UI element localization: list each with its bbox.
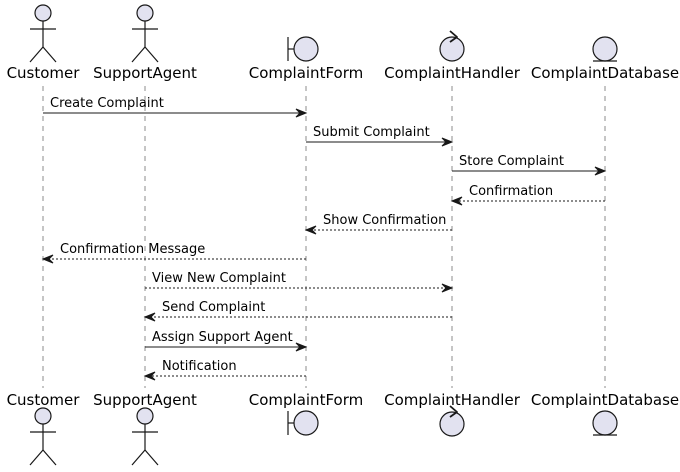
arrowhead bbox=[594, 166, 607, 176]
message-4: Confirmation bbox=[450, 184, 605, 206]
message-label: Submit Complaint bbox=[313, 125, 430, 140]
participants-bottom: Customer SupportAgent ComplaintForm Complai… bbox=[7, 391, 679, 466]
participant-icon-top-customer bbox=[29, 4, 57, 63]
message-label: Store Complaint bbox=[459, 154, 564, 169]
arrowhead bbox=[304, 225, 317, 235]
participant-label-top-agent: SupportAgent bbox=[93, 64, 197, 82]
arrowhead bbox=[143, 371, 156, 381]
participant-icon-bottom-customer bbox=[29, 407, 57, 466]
message-7: View New Complaint bbox=[145, 271, 454, 293]
arrowhead bbox=[41, 254, 54, 264]
message-label: Send Complaint bbox=[162, 300, 265, 315]
participant-label-bottom-handler: ComplaintHandler bbox=[384, 391, 521, 409]
participant-icon-top-form bbox=[287, 36, 319, 62]
participant-label-bottom-customer: Customer bbox=[7, 391, 81, 409]
participant-label-top-customer: Customer bbox=[7, 64, 81, 82]
participant-label-bottom-db: ComplaintDatabase bbox=[531, 391, 679, 409]
participant-icon-top-db bbox=[592, 36, 618, 62]
arrowhead bbox=[450, 196, 463, 206]
participant-icon-bottom-handler bbox=[439, 405, 465, 437]
message-8: Send Complaint bbox=[143, 300, 452, 322]
participant-icon-top-handler bbox=[439, 30, 465, 62]
message-2: Submit Complaint bbox=[306, 125, 454, 147]
participant-icon-bottom-form bbox=[287, 410, 319, 436]
arrowhead bbox=[295, 342, 308, 352]
message-label: View New Complaint bbox=[152, 271, 286, 286]
participant-icon-bottom-db bbox=[592, 410, 618, 436]
participant-label-top-form: ComplaintForm bbox=[249, 64, 364, 82]
message-1: Create Complaint bbox=[43, 96, 308, 118]
message-3: Store Complaint bbox=[452, 154, 607, 176]
participant-label-top-db: ComplaintDatabase bbox=[531, 64, 679, 82]
message-9: Assign Support Agent bbox=[145, 330, 308, 352]
participant-label-bottom-agent: SupportAgent bbox=[93, 391, 197, 409]
participant-label-top-handler: ComplaintHandler bbox=[384, 64, 521, 82]
message-label: Create Complaint bbox=[50, 96, 164, 111]
arrowhead bbox=[441, 137, 454, 147]
participant-icon-top-agent bbox=[131, 4, 159, 63]
message-5: Show Confirmation bbox=[304, 213, 452, 235]
message-label: Assign Support Agent bbox=[152, 330, 293, 345]
lifelines bbox=[42, 86, 606, 388]
message-label: Notification bbox=[162, 359, 237, 374]
arrowhead bbox=[441, 283, 454, 293]
participant-icon-bottom-agent bbox=[131, 407, 159, 466]
participants-top: Customer SupportAgent ComplaintForm Complai… bbox=[7, 4, 679, 82]
message-label: Show Confirmation bbox=[323, 213, 446, 228]
arrowhead bbox=[143, 312, 156, 322]
message-label: Confirmation Message bbox=[60, 242, 205, 257]
participant-label-bottom-form: ComplaintForm bbox=[249, 391, 364, 409]
message-10: Notification bbox=[143, 359, 306, 381]
message-6: Confirmation Message bbox=[41, 242, 306, 264]
message-label: Confirmation bbox=[469, 184, 553, 199]
arrowhead bbox=[295, 108, 308, 118]
